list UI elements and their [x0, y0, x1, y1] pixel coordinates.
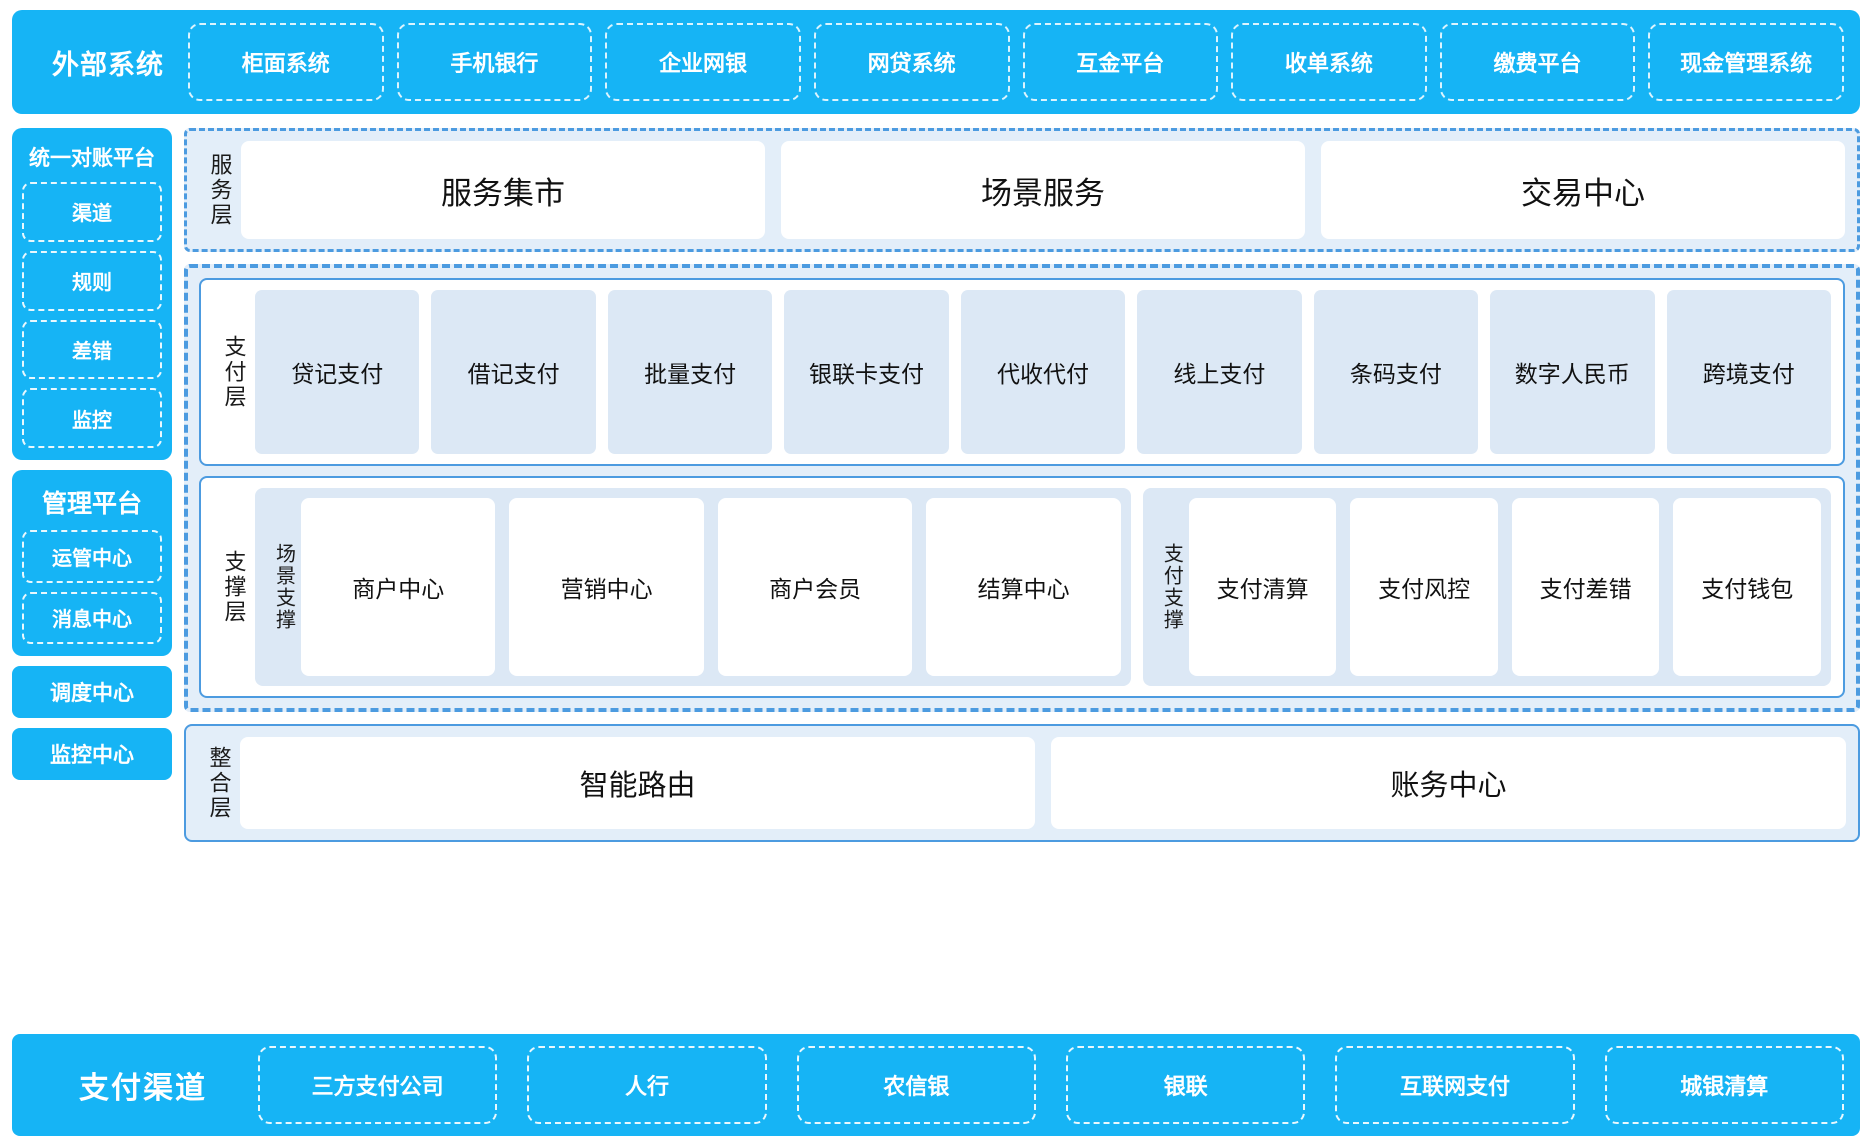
payment-item-credit[interactable]: 贷记支付: [255, 290, 420, 454]
channel-item-city-bank-clearing[interactable]: 城银清算: [1604, 1046, 1844, 1124]
payment-support-item-wallet[interactable]: 支付钱包: [1673, 498, 1821, 676]
external-systems-title: 外部系统: [52, 49, 164, 80]
payment-support-item-error-handling[interactable]: 支付差错: [1511, 498, 1660, 676]
payment-item-collection-payment[interactable]: 代收代付: [960, 290, 1126, 454]
scene-support-items: 商户中心 营销中心 商户会员 结算中心: [301, 498, 1121, 676]
payment-support-item-risk-control[interactable]: 支付风控: [1350, 498, 1498, 676]
payment-item-barcode[interactable]: 条码支付: [1313, 290, 1479, 454]
external-item-online-loan[interactable]: 网贷系统: [813, 23, 1010, 101]
service-layer-label: 服务层: [207, 152, 233, 228]
reconciliation-item-error[interactable]: 差错: [22, 319, 162, 380]
management-items: 运管中心 消息中心: [22, 530, 162, 644]
integration-item-accounting-center[interactable]: 账务中心: [1051, 737, 1846, 829]
payment-layer-items: 贷记支付 借记支付 批量支付 银联卡支付 代收代付 线上支付 条码支付 数字人民…: [255, 290, 1831, 454]
integration-layer-box: 整合层 智能路由 账务中心: [184, 724, 1860, 842]
payment-item-debit[interactable]: 借记支付: [431, 290, 596, 454]
management-item-operations-center[interactable]: 运管中心: [22, 530, 162, 583]
external-item-counter[interactable]: 柜面系统: [188, 23, 384, 101]
external-item-mobile-bank[interactable]: 手机银行: [396, 23, 593, 101]
scene-item-merchant-center[interactable]: 商户中心: [301, 498, 496, 676]
payment-item-digital-rmb[interactable]: 数字人民币: [1490, 290, 1655, 454]
payment-support-label: 支付支撑: [1160, 543, 1183, 631]
core-layers-group: 支付层 贷记支付 借记支付 批量支付 银联卡支付 代收代付 线上支付 条码支付 …: [184, 264, 1860, 712]
channel-item-third-party[interactable]: 三方支付公司: [258, 1046, 498, 1124]
monitoring-center-button[interactable]: 监控中心: [12, 728, 172, 780]
channel-item-internet-payment[interactable]: 互联网支付: [1335, 1046, 1575, 1124]
management-platform-panel: 管理平台 运管中心 消息中心: [12, 470, 172, 656]
service-layer-items: 服务集市 场景服务 交易中心: [241, 141, 1845, 239]
scheduling-center-button[interactable]: 调度中心: [12, 666, 172, 718]
integration-layer-label: 整合层: [206, 745, 232, 821]
payment-support-item-clearing[interactable]: 支付清算: [1188, 498, 1337, 676]
external-item-cash-management[interactable]: 现金管理系统: [1648, 23, 1844, 101]
external-systems-bar: 外部系统 柜面系统 手机银行 企业网银 网贷系统 互金平台 收单系统 缴费平台 …: [12, 10, 1860, 114]
reconciliation-items: 渠道 规则 差错 监控: [22, 182, 162, 448]
reconciliation-platform-title: 统一对账平台: [29, 147, 155, 170]
middle-zone: 统一对账平台 渠道 规则 差错 监控 管理平台 运管中心 消息中心 调度中心 监…: [12, 114, 1860, 1020]
reconciliation-platform-panel: 统一对账平台 渠道 规则 差错 监控: [12, 128, 172, 460]
scene-support-group: 场景支撑 商户中心 营销中心 商户会员 结算中心: [255, 488, 1131, 686]
service-item-service-market[interactable]: 服务集市: [241, 141, 765, 239]
main-layers: 服务层 服务集市 场景服务 交易中心 支付层 贷记支付 借记支付 批量支付 银联…: [184, 128, 1860, 1020]
scene-item-settlement-center[interactable]: 结算中心: [926, 498, 1121, 676]
scene-item-marketing-center[interactable]: 营销中心: [509, 498, 704, 676]
left-sidebar: 统一对账平台 渠道 规则 差错 监控 管理平台 运管中心 消息中心 调度中心 监…: [12, 128, 172, 1020]
payment-item-unionpay-card[interactable]: 银联卡支付: [784, 290, 949, 454]
service-layer-group: 服务层 服务集市 场景服务 交易中心: [184, 128, 1860, 252]
external-item-acquiring[interactable]: 收单系统: [1231, 23, 1427, 101]
payment-layer-label: 支付层: [221, 334, 247, 410]
integration-item-smart-routing[interactable]: 智能路由: [240, 737, 1035, 829]
scene-item-merchant-membership[interactable]: 商户会员: [717, 498, 913, 676]
payment-layer-box: 支付层 贷记支付 借记支付 批量支付 银联卡支付 代收代付 线上支付 条码支付 …: [199, 278, 1845, 466]
sidebar-spacer: [12, 790, 172, 1020]
payment-item-cross-border[interactable]: 跨境支付: [1666, 290, 1831, 454]
payment-support-items: 支付清算 支付风控 支付差错 支付钱包: [1188, 498, 1821, 676]
management-item-message-center[interactable]: 消息中心: [22, 591, 162, 644]
management-platform-title: 管理平台: [41, 490, 142, 518]
channel-item-rcbank[interactable]: 农信银: [796, 1046, 1036, 1124]
channel-item-unionpay[interactable]: 银联: [1065, 1046, 1306, 1124]
support-layer-label: 支撑层: [221, 549, 247, 625]
payment-channels-list: 三方支付公司 人行 农信银 银联 互联网支付 城银清算: [258, 1046, 1844, 1124]
scene-support-label: 场景支撑: [272, 543, 295, 631]
service-item-scenario-service[interactable]: 场景服务: [781, 141, 1305, 239]
external-item-payment-platform[interactable]: 缴费平台: [1439, 23, 1636, 101]
external-item-corporate-bank[interactable]: 企业网银: [605, 23, 801, 101]
service-item-transaction-center[interactable]: 交易中心: [1321, 141, 1845, 239]
reconciliation-item-rule[interactable]: 规则: [22, 250, 162, 311]
payment-item-online[interactable]: 线上支付: [1137, 290, 1302, 454]
external-item-internet-finance[interactable]: 互金平台: [1022, 23, 1219, 101]
payment-item-batch[interactable]: 批量支付: [607, 290, 773, 454]
support-layer-groups: 场景支撑 商户中心 营销中心 商户会员 结算中心 支付支撑 支付清算: [255, 488, 1831, 686]
payment-channels-title: 支付渠道: [79, 1072, 207, 1105]
channel-item-pboc[interactable]: 人行: [527, 1046, 767, 1124]
integration-layer-items: 智能路由 账务中心: [240, 737, 1846, 829]
payment-support-group: 支付支撑 支付清算 支付风控 支付差错 支付钱包: [1142, 488, 1831, 686]
external-systems-list: 柜面系统 手机银行 企业网银 网贷系统 互金平台 收单系统 缴费平台 现金管理系…: [188, 23, 1844, 101]
reconciliation-item-channel[interactable]: 渠道: [22, 182, 162, 242]
support-layer-box: 支撑层 场景支撑 商户中心 营销中心 商户会员 结算中心: [199, 476, 1845, 698]
reconciliation-item-monitor[interactable]: 监控: [22, 388, 162, 448]
payment-channels-bar: 支付渠道 三方支付公司 人行 农信银 银联 互联网支付 城银清算: [12, 1034, 1860, 1136]
